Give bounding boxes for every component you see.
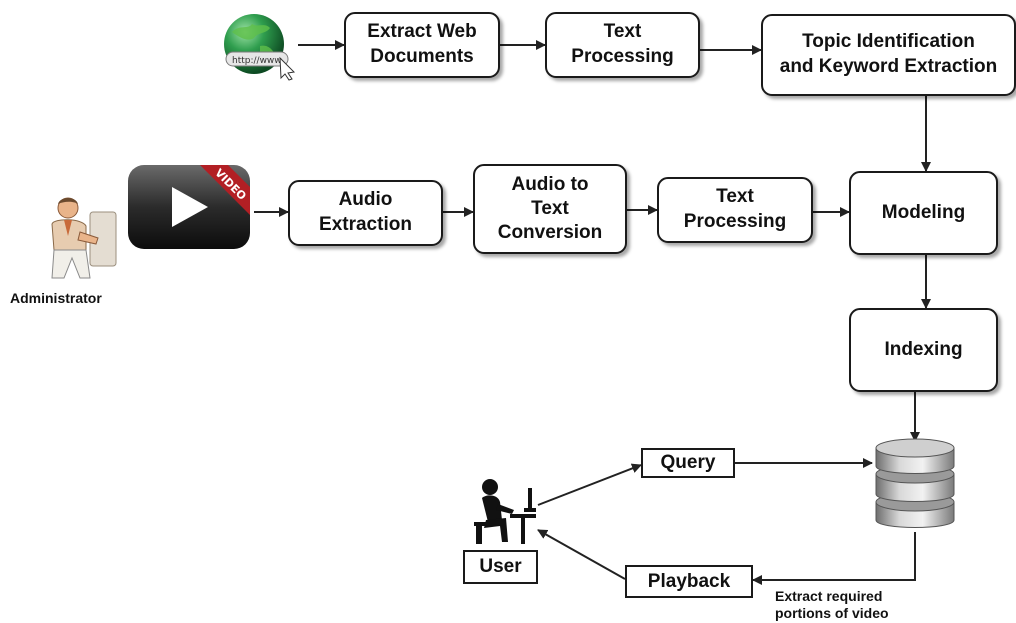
video-play-icon: VIDEO: [128, 165, 254, 250]
globe-icon: http://www: [218, 10, 298, 81]
administrator-icon: [40, 192, 120, 282]
text-processing-top-box: Text Processing: [545, 12, 700, 78]
audio-to-text-box: Audio to Text Conversion: [473, 164, 627, 254]
database-icon: [872, 438, 958, 534]
text-processing-mid-box: Text Processing: [657, 177, 813, 243]
administrator-label: Administrator: [10, 290, 102, 306]
modeling-box: Modeling: [849, 171, 998, 255]
globe-url-label: http://www: [232, 56, 282, 66]
query-box: Query: [641, 448, 735, 478]
arrow-database-to-playback: [752, 532, 916, 585]
playback-box: Playback: [625, 565, 753, 598]
extract-web-documents-box: Extract Web Documents: [344, 12, 500, 78]
topic-identification-box: Topic Identification and Keyword Extract…: [761, 14, 1016, 96]
user-box: User: [463, 550, 538, 584]
user-at-computer-icon: [472, 478, 538, 546]
indexing-box: Indexing: [849, 308, 998, 392]
arrow-user-to-query: [537, 463, 642, 506]
arrow-playback-to-user: [537, 529, 626, 580]
audio-extraction-box: Audio Extraction: [288, 180, 443, 246]
extract-required-label: Extract required portions of video: [775, 588, 889, 621]
